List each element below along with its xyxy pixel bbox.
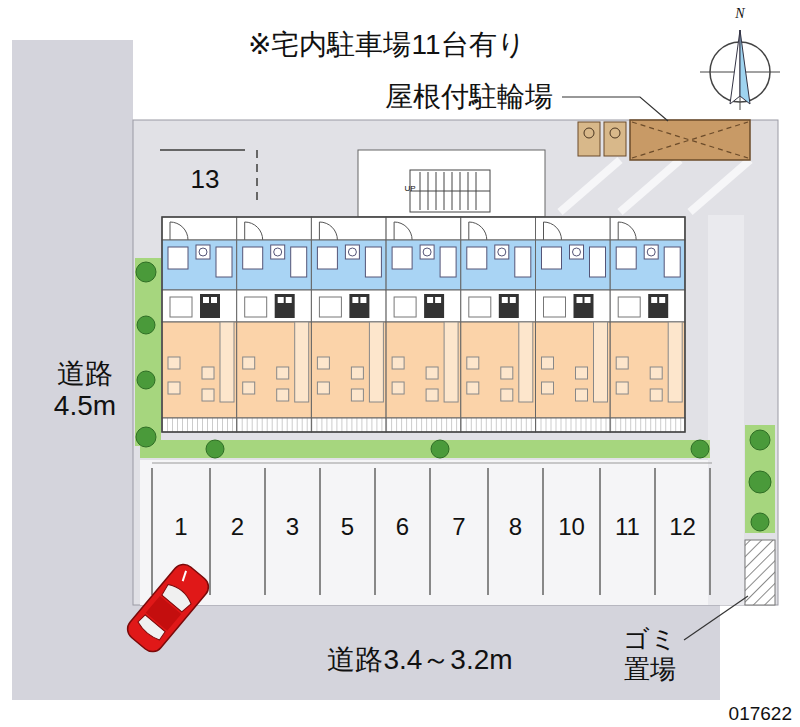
label-holder: 1 <box>174 513 187 541</box>
label-holder: 3 <box>286 513 299 541</box>
parking-number: 8 <box>509 513 522 541</box>
label-holder: UP <box>404 184 415 193</box>
road-band: 道路 4.5m <box>12 40 133 700</box>
parking-number: 1 <box>174 513 187 541</box>
parking-number: 6 <box>396 513 409 541</box>
property-code: 017622 <box>729 703 792 725</box>
parking-number: 5 <box>341 513 354 541</box>
label-holder: ※宅内駐車場11台有り <box>248 29 526 61</box>
label-holder: 11 <box>615 513 640 541</box>
label-holder: 7 <box>452 513 465 541</box>
parking-number: 10 <box>558 513 585 541</box>
label-holder: 2 <box>231 513 244 541</box>
parking-number: 11 <box>615 513 640 541</box>
road-label: 道路3.4～3.2m <box>327 644 512 676</box>
label-holder: 6 <box>396 513 409 541</box>
label-holder: 13 <box>191 165 220 195</box>
parking-note: ※宅内駐車場11台有り <box>248 29 526 61</box>
stair-label: UP <box>404 184 415 193</box>
north-label: N <box>735 6 744 22</box>
label-holder: 12 <box>669 513 696 541</box>
parking-number: 12 <box>669 513 696 541</box>
garbage-label: ゴミ 置場 <box>616 625 684 685</box>
label-holder: 017622 <box>729 703 792 725</box>
label-holder: 8 <box>509 513 522 541</box>
label-holder: 10 <box>558 513 585 541</box>
road-label: 道路 4.5m <box>49 358 122 422</box>
parking-number: 3 <box>286 513 299 541</box>
label-holder: ゴミ 置場 <box>616 625 684 685</box>
label-holder: 屋根付駐輪場 <box>385 81 553 113</box>
label-holder: 5 <box>341 513 354 541</box>
label-holder: N <box>735 6 744 22</box>
parking-number: 7 <box>452 513 465 541</box>
parking-number: 2 <box>231 513 244 541</box>
parking-number: 13 <box>191 165 220 195</box>
bike-parking-label: 屋根付駐輪場 <box>385 81 553 113</box>
